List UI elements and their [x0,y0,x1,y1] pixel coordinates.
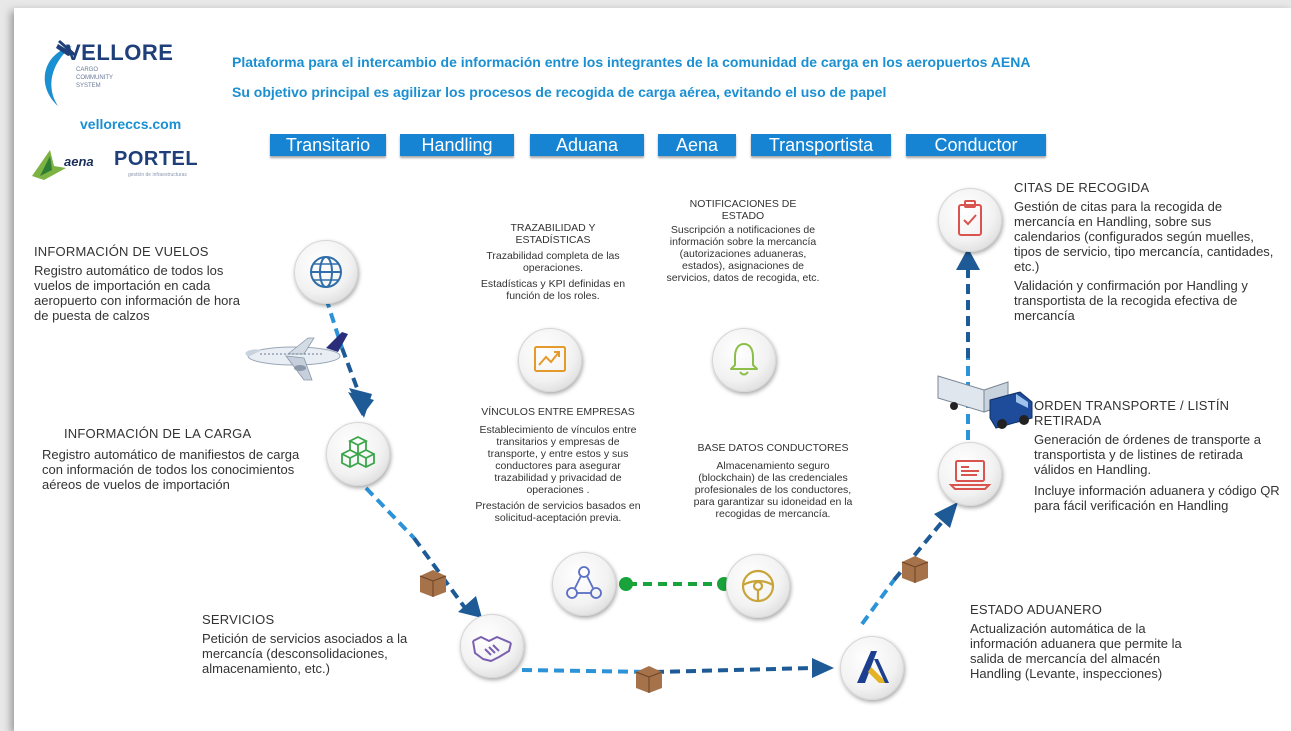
section-title: VÍNCULOS ENTRE EMPRESAS [481,406,635,418]
handshake-icon [472,636,512,662]
section-title: TRAZABILIDAD Y ESTADÍSTICAS [510,222,596,246]
laptop-circle[interactable] [938,442,1002,506]
header-line-1: Plataforma para el intercambio de inform… [232,54,1031,70]
section-citas: CITAS DE RECOGIDA Gestión de citas para … [1014,180,1284,323]
parcel-box-icon [419,570,447,597]
section-body: Gestión de citas para la recogida de mer… [1014,199,1274,274]
arrow-segment [860,578,896,626]
tab-aduana[interactable]: Aduana [530,134,644,156]
arrow-head [348,392,374,416]
tab-transportista[interactable]: Transportista [751,134,891,156]
chart-icon [534,346,566,372]
section-body: Validación y confirmación por Handling y… [1014,278,1248,323]
globe-circle[interactable] [294,240,358,304]
section-orden: ORDEN TRANSPORTE / LISTÍN RETIRADA Gener… [1034,398,1284,513]
vellore-swoosh-icon [44,40,76,106]
section-body: Incluye información aduanera y código QR… [1034,483,1280,513]
section-title: SERVICIOS [202,612,275,627]
header-line-2: Su objetivo principal es agilizar los pr… [232,84,887,100]
steering-circle[interactable] [726,554,790,618]
tab-handling[interactable]: Handling [400,134,514,156]
portel-wordmark: PORTEL [114,148,199,170]
section-body: Estadísticas y KPI definidas en función … [480,278,626,302]
section-title: INFORMACIÓN DE VUELOS [34,244,209,259]
globe-icon [310,256,342,288]
chart-circle[interactable] [518,328,582,392]
section-notificaciones: NOTIFICACIONES DE ESTADO Suscripción a n… [658,198,828,284]
arrow-head [934,502,958,528]
section-trazabilidad: TRAZABILIDAD Y ESTADÍSTICAS Trazabilidad… [468,222,638,302]
parcel-box-icon [901,556,929,583]
section-body: Actualización automática de la informaci… [970,621,1182,681]
section-body: Registro automático de todos los vuelos … [34,263,240,323]
section-title: ORDEN TRANSPORTE / LISTÍN RETIRADA [1034,398,1230,428]
section-body: Prestación de servicios basados en solic… [475,500,641,524]
customs-agency-icon [857,651,889,683]
section-title: NOTIFICACIONES DE ESTADO [689,198,797,222]
steering-wheel-icon [741,569,775,603]
section-servicios: SERVICIOS Petición de servicios asociado… [202,612,434,676]
boxes-stack-icon [341,435,375,469]
section-conductores: BASE DATOS CONDUCTORES Almacenamiento se… [678,442,868,520]
section-body: Establecimiento de vínculos entre transi… [479,424,637,496]
partner-logos: aena PORTEL gestión de infraestructuras [30,146,220,186]
clipboard-calendar-icon [958,200,982,236]
section-body: Petición de servicios asociados a la mer… [202,631,408,676]
clipboard-circle[interactable] [938,188,1002,252]
handshake-circle[interactable] [460,614,524,678]
diagram-canvas: VELLORE CARGO COMMUNITY SYSTEM vellorecc… [14,8,1291,731]
bell-circle[interactable] [712,328,776,392]
section-carga: INFORMACIÓN DE LA CARGA Registro automát… [42,426,324,492]
section-body: Suscripción a notificaciones de informac… [666,224,820,284]
section-vuelos: INFORMACIÓN DE VUELOS Registro automátic… [34,244,274,323]
vellore-tagline: CARGO COMMUNITY SYSTEM [76,67,113,89]
boxes-circle[interactable] [326,422,390,486]
section-body: Trazabilidad completa de las operaciones… [486,250,620,274]
section-aduanero: ESTADO ADUANERO Actualización automática… [970,602,1210,681]
section-body: Generación de órdenes de transporte a tr… [1034,432,1261,477]
truck-icon [937,375,1033,429]
network-circle[interactable] [552,552,616,616]
arrow-head [349,388,372,418]
section-body: Almacenamiento seguro (blockchain) de la… [693,460,853,520]
aena-wordmark: aena [64,154,94,169]
section-body: Registro automático de manifiestos de ca… [42,447,300,492]
bell-icon [730,343,758,376]
parcel-box-icon [635,666,663,693]
arrow-segment [653,666,815,674]
section-title: CITAS DE RECOGIDA [1014,180,1150,195]
vellore-url[interactable]: velloreccs.com [80,116,182,132]
vellore-brand: VELLORE [66,40,174,65]
vellore-logo: VELLORE CARGO COMMUNITY SYSTEM vellorecc… [28,36,208,146]
tab-transitario[interactable]: Transitario [270,134,386,156]
tab-aena[interactable]: Aena [658,134,736,156]
airplane-icon [245,332,348,381]
section-title: INFORMACIÓN DE LA CARGA [64,426,252,441]
arrow-segment [364,486,416,540]
portel-subtitle: gestión de infraestructuras [128,172,187,178]
tab-conductor[interactable]: Conductor [906,134,1046,156]
aena-logo-icon [32,150,66,180]
arrow-head [812,658,834,678]
network-users-icon [566,566,602,599]
section-title: BASE DATOS CONDUCTORES [697,442,849,454]
customs-circle[interactable] [840,636,904,700]
section-vinculos: VÍNCULOS ENTRE EMPRESAS Establecimiento … [466,406,650,524]
laptop-document-icon [948,460,992,490]
section-title: ESTADO ADUANERO [970,602,1103,617]
link-node [619,577,633,591]
